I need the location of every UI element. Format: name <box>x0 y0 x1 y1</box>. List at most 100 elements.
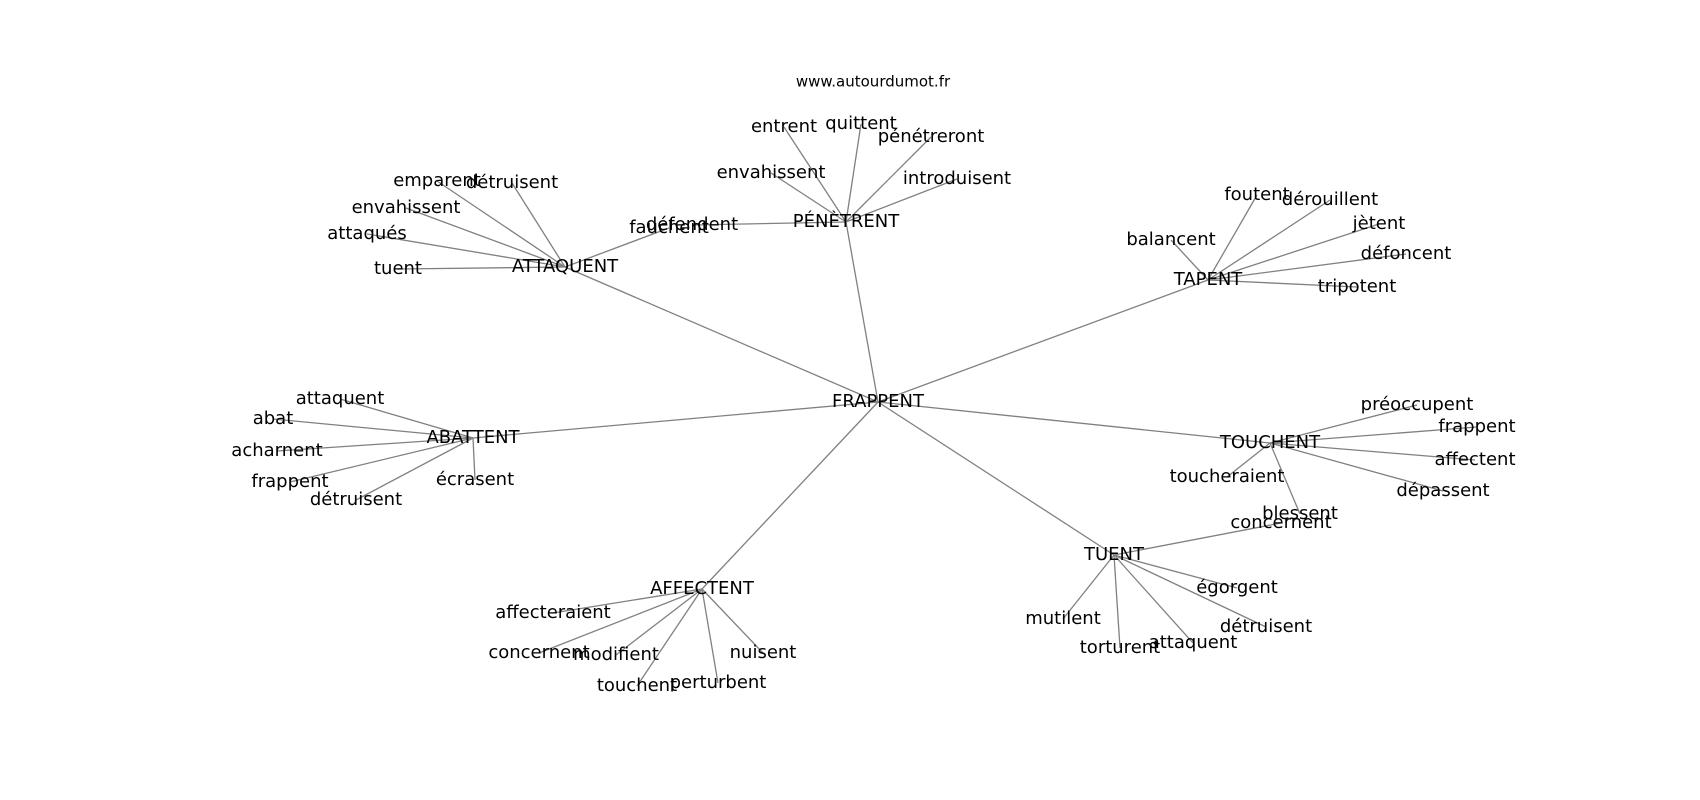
edge-affectent-modifient <box>615 588 703 656</box>
edge-touchent-toucheraient <box>1226 442 1271 478</box>
leaf-node-tuent-torturent: torturent <box>1080 637 1160 658</box>
edge-center-penetrent <box>845 221 879 403</box>
edge-affectent-nuisent <box>701 588 764 654</box>
leaf-node-affectent-nuisent: nuisent <box>730 642 797 663</box>
leaf-node-penetrent-penetreront: pénétreront <box>878 126 985 147</box>
leaf-node-attaquent-envahissent: envahissent <box>352 197 461 218</box>
leaf-node-penetrent-introduisent: introduisent <box>903 168 1011 189</box>
edge-center-abattent <box>472 401 879 439</box>
leaf-node-penetrent-entrent: entrent <box>751 116 817 137</box>
leaf-node-affectent-perturbent: perturbent <box>670 672 767 693</box>
leaf-node-penetrent-envahissent: envahissent <box>717 162 826 183</box>
leaf-node-tapent-foutent: foutent <box>1224 184 1289 205</box>
edge-tapent-tripotent <box>1207 279 1358 288</box>
edge-abattent-attaquent <box>339 398 474 439</box>
leaf-node-attaquent-detruisent: détruisent <box>466 172 558 193</box>
edge-penetrent-envahissent <box>770 172 847 223</box>
hub-node-tuent: TUENT <box>1083 544 1145 565</box>
edge-abattent-ecrasent <box>472 437 476 481</box>
edge-tuent-egorgent <box>1113 554 1238 589</box>
leaf-node-penetrent-defendent: défendent <box>646 214 738 235</box>
edge-tapent-balancent <box>1170 239 1209 281</box>
leaf-node-penetrent-quittent: quittent <box>825 113 897 134</box>
edge-tuent-mutilent <box>1062 554 1115 620</box>
leaf-node-tuent-mutilent: mutilent <box>1025 608 1101 629</box>
hub-node-affectent: AFFECTENT <box>650 578 755 599</box>
leaf-node-touchent-preoccupent: préoccupent <box>1361 394 1474 415</box>
leaf-node-tapent-jetent: jètent <box>1352 213 1406 234</box>
hub-node-penetrent: PÉNÈTRENT <box>793 210 900 232</box>
leaf-node-abattent-ecrasent: écrasent <box>436 469 514 490</box>
leaf-node-touchent-blessent: blessent <box>1262 503 1338 524</box>
edge-penetrent-introduisent <box>845 178 958 223</box>
edge-tuent-detruisent <box>1113 554 1267 628</box>
edge-affectent-affecteraient <box>552 588 703 614</box>
leaf-node-tuent-egorgent: égorgent <box>1196 577 1278 598</box>
edge-affectent-concernent <box>538 588 703 654</box>
edge-tapent-foutent <box>1207 194 1258 281</box>
edge-abattent-abat <box>272 418 474 439</box>
edge-touchent-frappent <box>1269 426 1478 444</box>
edge-tapent-jetent <box>1207 223 1380 281</box>
edge-center-affectent <box>701 401 879 590</box>
leaf-node-touchent-depassent: dépassent <box>1396 480 1489 501</box>
edge-tuent-attaquent <box>1113 554 1194 644</box>
edge-abattent-frappent <box>289 437 474 483</box>
leaf-node-touchent-frappent: frappent <box>1438 416 1515 437</box>
edge-attaquent-fauchent <box>564 227 670 268</box>
leaf-node-affectent-affecteraient: affecteraient <box>495 602 611 623</box>
edge-affectent-perturbent <box>701 588 719 684</box>
edge-penetrent-defendent <box>691 221 847 226</box>
edge-abattent-acharnent <box>276 437 474 452</box>
edge-center-tapent <box>877 279 1209 403</box>
edge-tapent-derouillent <box>1207 199 1331 281</box>
leaf-node-abattent-acharnent: acharnent <box>231 440 322 461</box>
edge-tapent-defoncent <box>1207 253 1407 281</box>
leaf-node-abattent-attaquent: attaquent <box>296 388 385 409</box>
leaf-node-tapent-balancent: balancent <box>1126 229 1215 250</box>
edge-penetrent-entrent <box>783 126 847 223</box>
hub-node-attaquent: ATTAQUENT <box>512 256 619 277</box>
leaf-node-tuent-attaquent: attaquent <box>1149 632 1238 653</box>
edge-attaquent-detruisent <box>511 182 566 268</box>
leaf-node-tapent-tripotent: tripotent <box>1318 276 1397 297</box>
edge-center-tuent <box>877 401 1115 556</box>
source-url: www.autourdumot.fr <box>796 73 951 91</box>
leaf-node-tuent-detruisent: détruisent <box>1220 616 1312 637</box>
leaf-node-tuent-concernent: concernent <box>1230 512 1331 533</box>
edge-center-touchent <box>877 401 1271 444</box>
hub-node-touchent: TOUCHENT <box>1219 432 1321 453</box>
leaf-node-attaquent-fauchent: fauchent <box>629 217 709 238</box>
edge-center-attaquent <box>564 266 879 403</box>
leaf-node-affectent-touchent: touchent <box>597 675 677 696</box>
leaf-node-abattent-abat: abat <box>253 408 294 429</box>
leaf-node-abattent-detruisent: détruisent <box>310 489 402 510</box>
edge-affectent-touchent <box>636 588 703 687</box>
leaf-node-attaquent-emparent: emparent <box>393 170 481 191</box>
edge-attaquent-attaques <box>366 233 566 268</box>
leaf-node-attaquent-attaques: attaqués <box>327 223 406 244</box>
labels-layer: FRAPPENT PÉNÈTRENT entrent quittentpénétrer… <box>231 113 1515 696</box>
edge-touchent-preoccupent <box>1269 404 1418 444</box>
edge-abattent-detruisent <box>355 437 474 501</box>
edge-penetrent-penetreront <box>845 136 932 223</box>
leaf-node-touchent-toucheraient: toucheraient <box>1170 466 1285 487</box>
center-node-label: FRAPPENT <box>832 391 925 412</box>
leaf-node-abattent-frappent: frappent <box>251 471 328 492</box>
edge-touchent-affectent <box>1269 442 1476 461</box>
leaf-node-attaquent-tuent: tuent <box>374 258 422 279</box>
edge-touchent-depassent <box>1269 442 1444 492</box>
edge-attaquent-emparent <box>436 180 566 268</box>
leaf-node-affectent-concernent: concernent <box>488 642 589 663</box>
leaf-node-affectent-modifient: modifient <box>573 644 659 665</box>
leaf-node-tapent-derouillent: dérouillent <box>1282 189 1378 210</box>
edge-attaquent-envahissent <box>405 207 566 268</box>
leaf-node-touchent-affectent: affectent <box>1435 449 1516 470</box>
edge-tuent-torturent <box>1113 554 1121 649</box>
edge-tuent-concernent <box>1113 522 1282 556</box>
edges-layer <box>272 123 1478 687</box>
leaf-node-tapent-defoncent: défoncent <box>1361 243 1452 264</box>
edge-attaquent-tuent <box>397 266 566 270</box>
edge-touchent-blessent <box>1269 442 1301 515</box>
